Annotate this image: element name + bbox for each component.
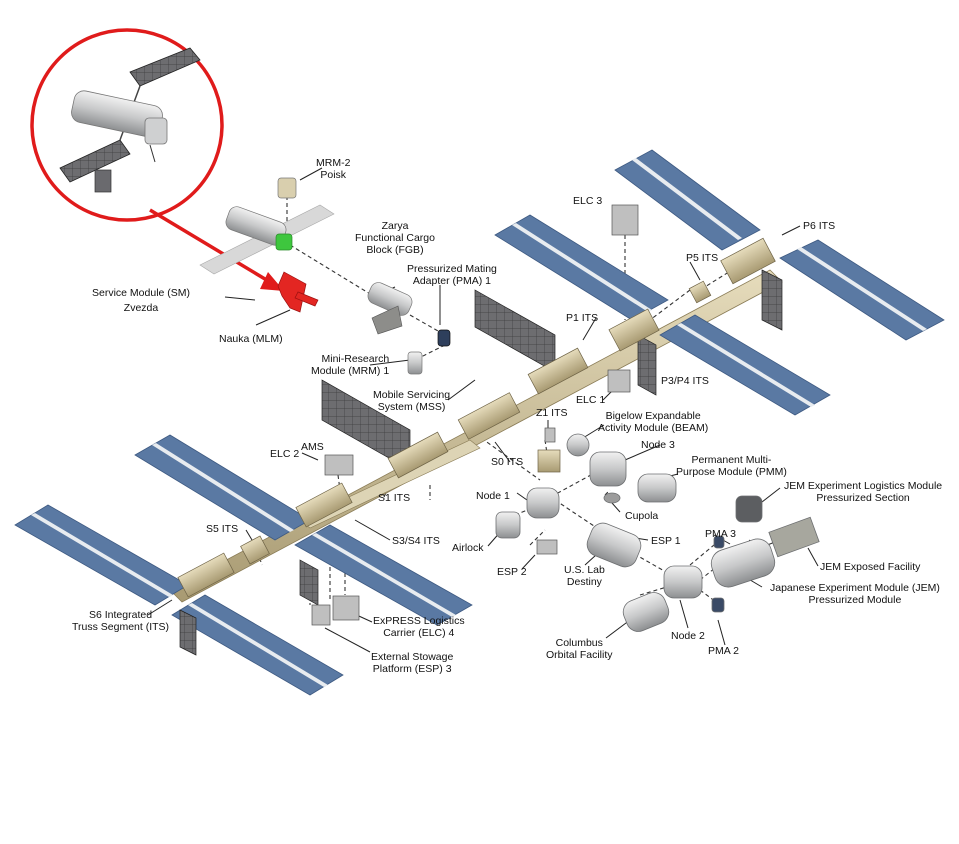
pma3-adapter (713, 535, 725, 549)
label-jem-pm: Japanese Experiment Module (JEM)Pressuri… (770, 582, 940, 606)
solar-arrays (14, 149, 945, 696)
external-carriers (311, 204, 639, 626)
elc3-carrier (611, 204, 639, 236)
label-pma2: PMA 2 (708, 645, 739, 657)
label-s1: S1 ITS (378, 492, 411, 504)
columbus-module (622, 592, 670, 632)
label-p3p4: P3/P4 ITS (661, 375, 709, 387)
label-elc1: ELC 1 (576, 394, 606, 406)
elc4-carrier (332, 595, 360, 621)
iss-russian-segment-icon (59, 47, 201, 193)
label-pmm: Permanent Multi-Purpose Module (PMM) (676, 454, 787, 478)
pma2-adapter (711, 597, 725, 613)
label-s3s4: S3/S4 ITS (392, 535, 440, 547)
elc1-carrier (607, 369, 631, 393)
airlock-module (495, 511, 521, 539)
cupola-module (603, 492, 621, 504)
esp3-platform (311, 604, 331, 626)
label-p6: P6 ITS (803, 220, 836, 232)
label-s0: S0 ITS (491, 456, 524, 468)
pressurized-modules (495, 433, 820, 632)
label-pma3: PMA 3 (705, 528, 736, 540)
label-nauka: Nauka (MLM) (219, 333, 283, 345)
nauka-module-icon (277, 271, 319, 313)
label-node1: Node 1 (476, 490, 510, 502)
label-node2: Node 2 (671, 630, 705, 642)
node2-module (663, 565, 703, 599)
z1-truss (544, 427, 556, 443)
label-s5: S5 ITS (206, 523, 239, 535)
pmm-module (637, 473, 677, 503)
russian-segment (199, 177, 451, 375)
label-p5: P5 ITS (686, 252, 719, 264)
jem-els-module (735, 495, 763, 523)
node1-module (526, 487, 560, 519)
node3-module (589, 451, 627, 487)
label-p1: P1 ITS (566, 312, 599, 324)
nauka-callout (30, 28, 284, 291)
jem-pm-module (710, 538, 776, 588)
label-elc2: ELC 2 (270, 448, 300, 460)
zarya-module (367, 282, 413, 316)
esp2-platform (536, 539, 558, 555)
truss-segments (177, 237, 776, 598)
label-node3: Node 3 (641, 439, 675, 451)
jem-ef-platform (768, 516, 820, 558)
mrm2-module (277, 177, 297, 199)
us-lab-module (586, 522, 642, 568)
label-cupola: Cupola (625, 510, 659, 522)
label-airlock: Airlock (452, 542, 484, 554)
label-ams: AMS (301, 441, 324, 453)
mrm1-module (407, 351, 423, 375)
beam-module (566, 433, 590, 457)
radiator-panels (179, 269, 783, 656)
label-z1: Z1 ITS (536, 407, 568, 419)
label-elc3: ELC 3 (573, 195, 603, 207)
label-service-module: Service Module (SM)Zvezda (92, 287, 191, 314)
label-jem-ef: JEM Exposed Facility (820, 561, 921, 573)
label-esp1: ESP 1 (651, 535, 681, 547)
pma1-adapter (437, 329, 451, 347)
elc2-carrier (324, 454, 354, 476)
label-esp2: ESP 2 (497, 566, 527, 578)
